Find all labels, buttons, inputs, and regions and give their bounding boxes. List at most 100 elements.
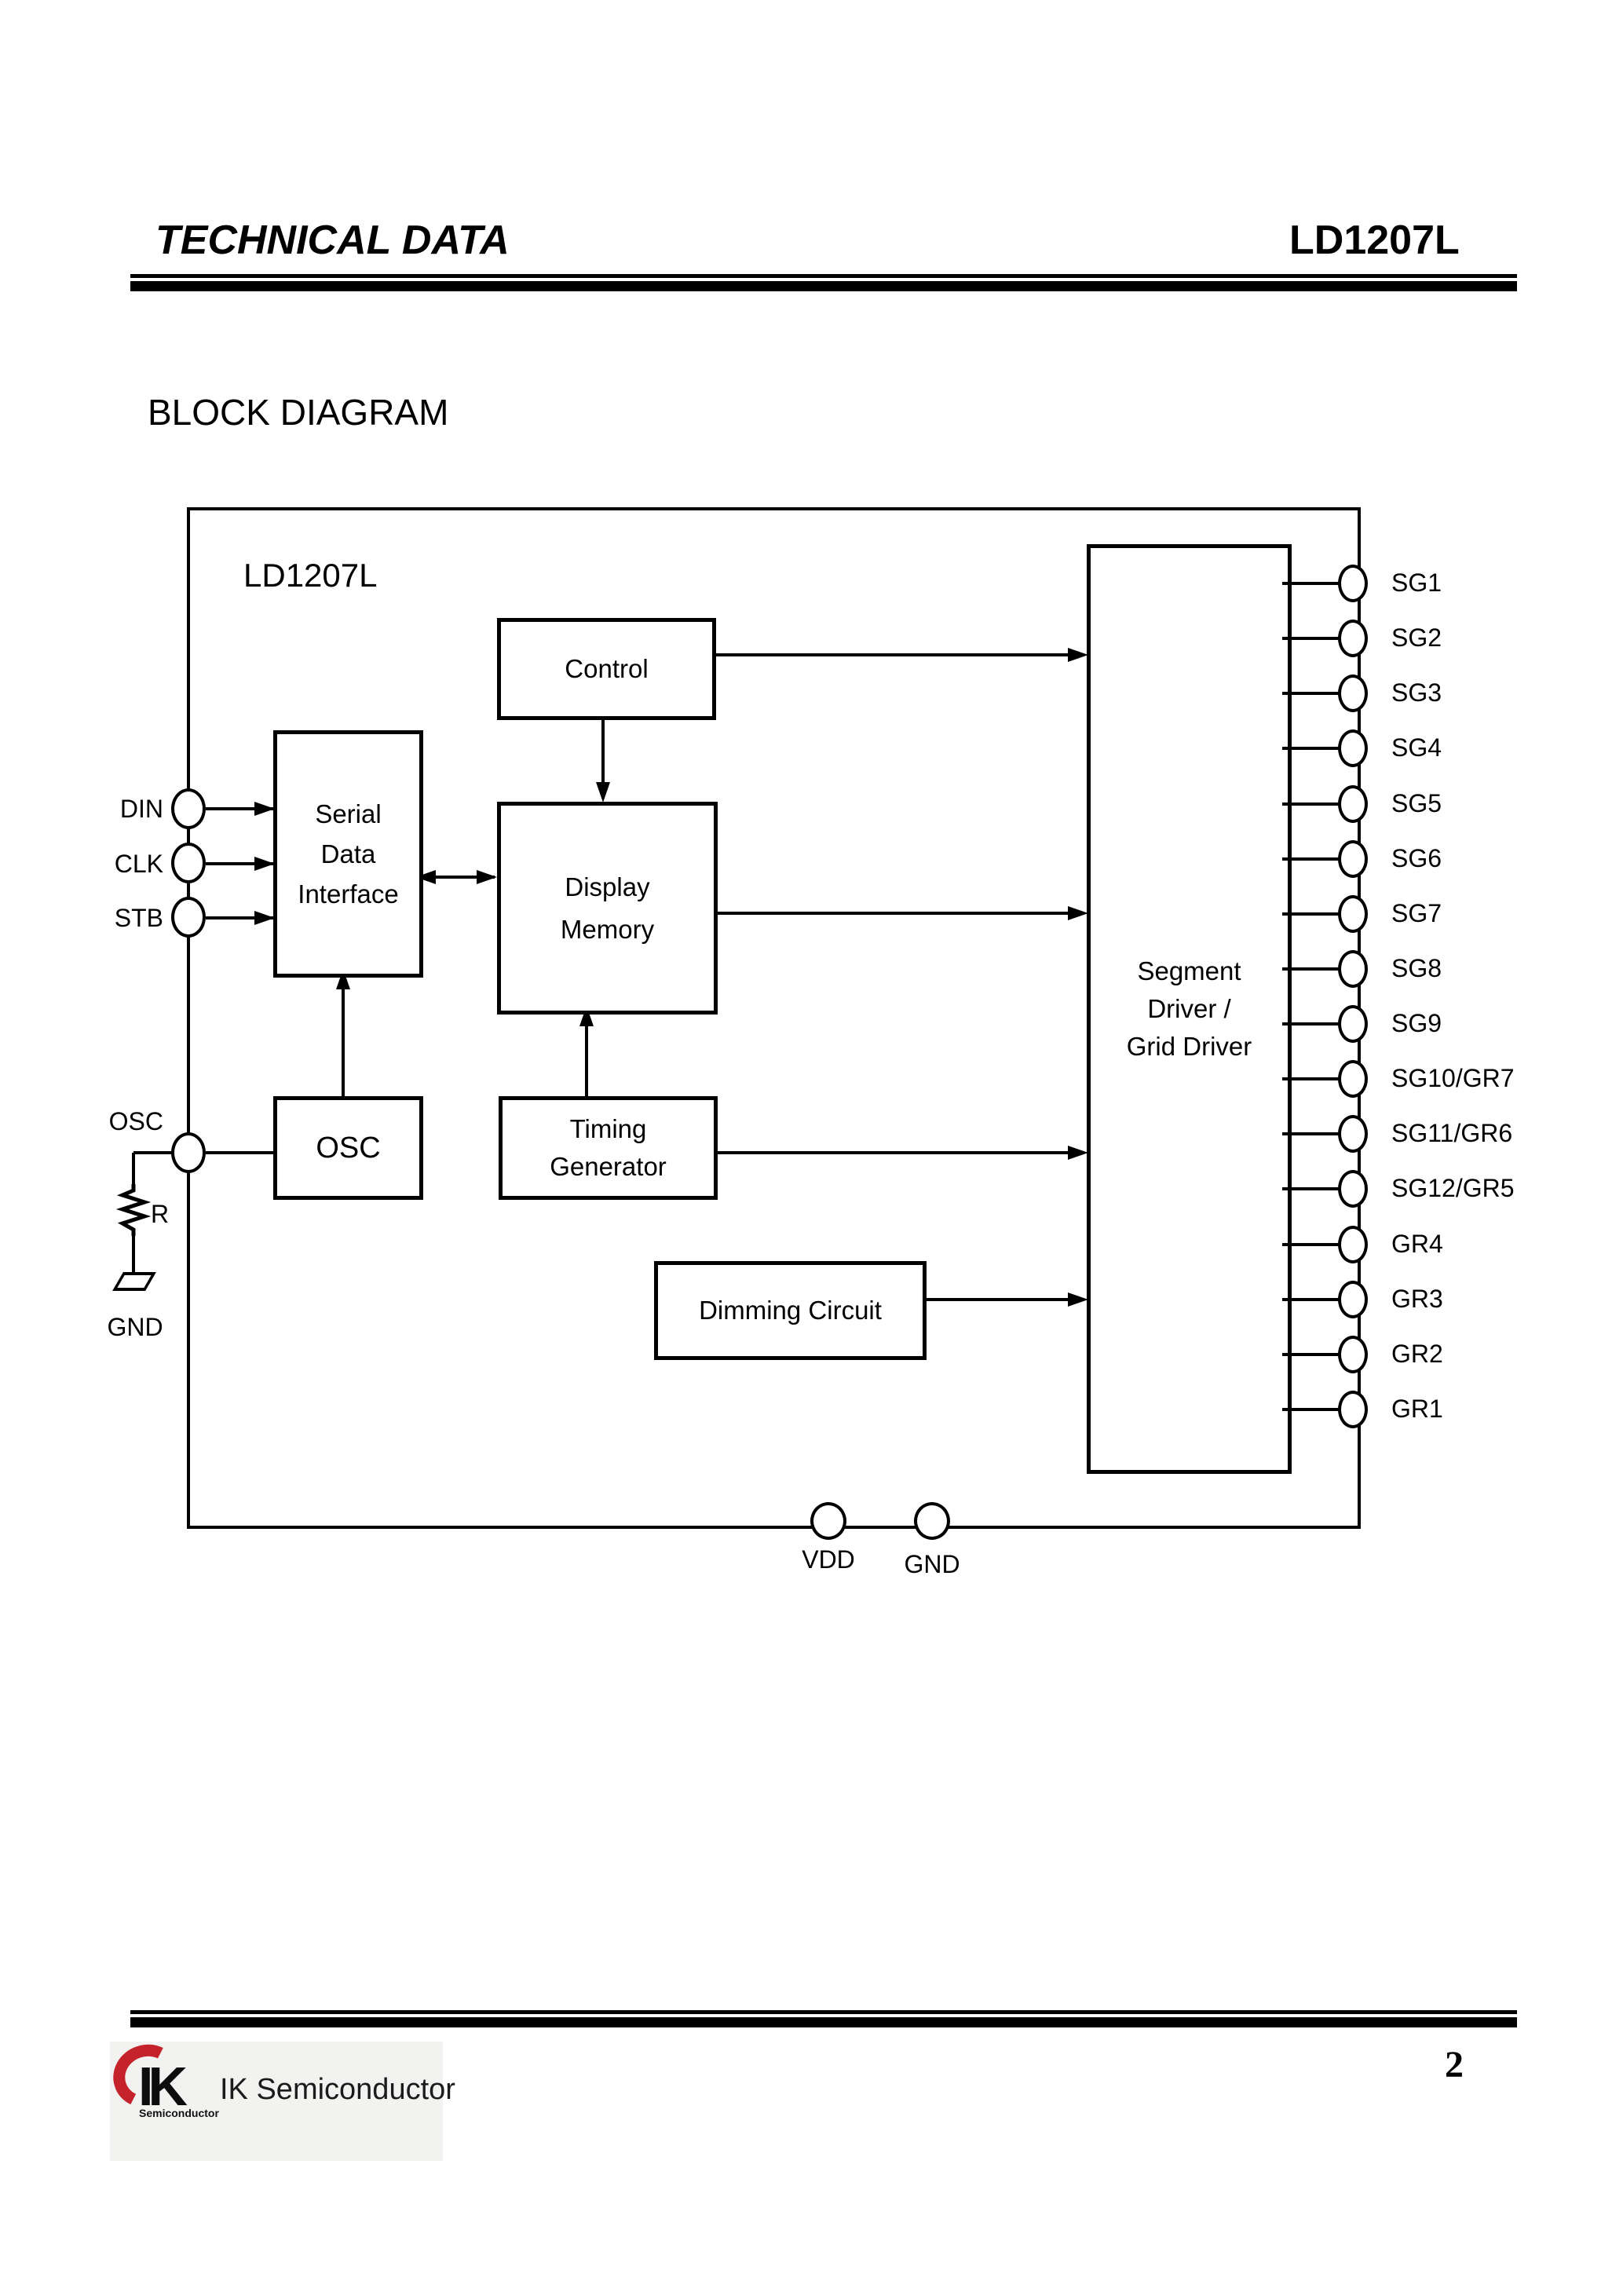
wire-oscpin-to-oscblock: [206, 1151, 276, 1154]
page-title: TECHNICAL DATA: [155, 218, 510, 263]
wire-din: [206, 807, 275, 810]
pin-circle-vdd: [810, 1502, 846, 1540]
part-number: LD1207L: [1289, 218, 1460, 263]
block-timing-line1: Timing: [569, 1114, 647, 1143]
pin-stub-gr1: [1282, 1408, 1339, 1411]
header-rule-thick: [130, 281, 1517, 291]
block-timing-line2: Generator: [550, 1152, 667, 1181]
pin-label-gnd-bottom: GND: [904, 1550, 960, 1578]
pin-label-sg2: SG2: [1391, 623, 1442, 652]
arrowhead-clk: [254, 857, 275, 871]
pin-label-sg5: SG5: [1391, 789, 1442, 817]
page-number: 2: [1445, 2044, 1464, 2086]
pin-stub-sg3: [1282, 692, 1339, 695]
pin-label-sg6: SG6: [1391, 844, 1442, 872]
block-sdi-line3: Interface: [298, 879, 399, 909]
pin-stub-gr2: [1282, 1353, 1339, 1356]
pin-circle-osc: [171, 1132, 206, 1173]
block-dimming-label: Dimming Circuit: [699, 1296, 882, 1325]
arrowhead-din: [254, 802, 275, 816]
pin-label-clk: CLK: [114, 850, 163, 878]
pin-label-sg3: SG3: [1391, 678, 1442, 707]
wire-interface-memory-bus: [424, 876, 495, 879]
pin-circle-sg12/gr5: [1338, 1170, 1368, 1208]
pin-stub-sg5: [1282, 803, 1339, 806]
footer-rule-thick: [130, 2017, 1517, 2027]
pin-circle-din: [171, 788, 206, 829]
wire-clk: [206, 862, 275, 865]
pin-label-din: DIN: [119, 795, 163, 823]
section-title: BLOCK DIAGRAM: [148, 392, 449, 433]
pin-stub-sg1: [1282, 582, 1339, 585]
ground-label: GND: [107, 1313, 163, 1341]
pin-label-sg4: SG4: [1391, 733, 1442, 762]
pin-label-sg11/gr6: SG11/GR6: [1391, 1119, 1513, 1147]
block-sdi-line1: Serial: [315, 799, 382, 828]
pin-stub-sg4: [1282, 747, 1339, 750]
chip-label: LD1207L: [243, 557, 378, 594]
arrowhead-control-to-memory: [596, 782, 610, 803]
logo-background: [110, 2042, 443, 2161]
block-segment-driver: Segment Driver / Grid Driver: [1087, 544, 1292, 1474]
arrowhead-timing-to-segment: [1068, 1146, 1088, 1160]
pin-label-sg10/gr7: SG10/GR7: [1391, 1064, 1515, 1092]
pin-circle-gr3: [1338, 1281, 1368, 1318]
pin-circle-sg5: [1338, 785, 1368, 823]
header-rule-thin: [130, 274, 1517, 278]
wire-control-to-memory: [601, 711, 605, 784]
wire-stb: [206, 916, 275, 919]
pin-circle-sg2: [1338, 620, 1368, 657]
pin-circle-sg9: [1338, 1005, 1368, 1043]
pin-stub-sg12/gr5: [1282, 1187, 1339, 1190]
arrowhead-stb: [254, 911, 275, 925]
block-control: Control: [497, 618, 716, 720]
pin-stub-sg6: [1282, 857, 1339, 861]
block-sdi-line2: Data: [320, 839, 376, 868]
pin-stub-sg2: [1282, 637, 1339, 640]
pin-circle-gnd: [914, 1502, 950, 1540]
wire-control-to-segment: [708, 653, 1068, 656]
pin-label-sg7: SG7: [1391, 899, 1442, 927]
pin-stub-gr3: [1282, 1298, 1339, 1301]
pin-label-gr2: GR2: [1391, 1340, 1443, 1368]
block-control-label: Control: [565, 654, 649, 683]
resistor-symbol: [115, 1184, 152, 1236]
pin-label-sg12/gr5: SG12/GR5: [1391, 1174, 1515, 1202]
pin-label-sg8: SG8: [1391, 954, 1442, 982]
logo-caption: Semiconductor: [139, 2107, 219, 2119]
arrowhead-dimming-to-segment: [1068, 1292, 1088, 1307]
wire-resistor-bottom: [132, 1234, 135, 1274]
block-timing-generator: Timing Generator: [499, 1096, 718, 1200]
wire-resistor-top: [132, 1153, 135, 1189]
pin-circle-sg10/gr7: [1338, 1060, 1368, 1098]
block-memory-line2: Memory: [560, 914, 655, 944]
pin-label-gr3: GR3: [1391, 1285, 1443, 1313]
pin-stub-sg11/gr6: [1282, 1132, 1339, 1135]
block-dimming-circuit: Dimming Circuit: [654, 1261, 927, 1360]
block-osc: OSC: [273, 1096, 423, 1200]
pin-circle-sg7: [1338, 895, 1368, 933]
company-name: IK Semiconductor: [220, 2073, 455, 2106]
pin-circle-gr2: [1338, 1336, 1368, 1373]
pin-label-sg1: SG1: [1391, 569, 1442, 597]
pin-label-sg9: SG9: [1391, 1009, 1442, 1037]
wire-osc-to-interface: [342, 988, 345, 1098]
block-segment-line2: Driver /: [1147, 994, 1231, 1023]
block-segment-line3: Grid Driver: [1126, 1032, 1252, 1061]
pin-label-osc: OSC: [108, 1107, 163, 1135]
pin-circle-gr1: [1338, 1391, 1368, 1428]
arrowhead-bus-right: [477, 870, 497, 884]
wire-dimming-to-segment: [919, 1298, 1068, 1301]
logo-mark-icon: IK: [138, 2056, 188, 2117]
pin-label-gr1: GR1: [1391, 1395, 1443, 1423]
block-segment-line1: Segment: [1137, 956, 1241, 985]
block-display-memory: Display Memory: [497, 802, 718, 1015]
pin-circle-sg4: [1338, 729, 1368, 767]
block-memory-line1: Display: [565, 872, 650, 901]
pin-label-vdd: VDD: [802, 1545, 855, 1574]
wire-timing-to-memory: [585, 1025, 588, 1098]
pin-stub-gr4: [1282, 1243, 1339, 1246]
wire-memory-to-segment: [710, 912, 1068, 915]
pin-circle-sg8: [1338, 950, 1368, 988]
